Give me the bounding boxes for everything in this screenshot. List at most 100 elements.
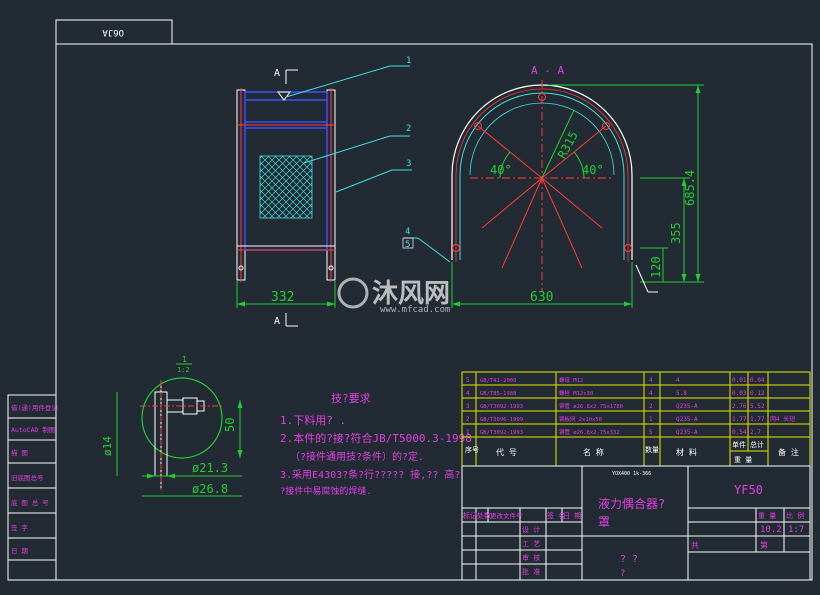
side-stamp-3: 旧底图总号 [11,473,44,482]
bom-header-qty: 数量 [645,445,659,454]
dim-detail-outer: ø26.8 [192,482,228,496]
side-stamp-5: 签 字 [11,523,28,532]
part-no-4: 4 [405,227,410,237]
tb-mass: 10.2 [760,525,782,535]
dim-height-bottom: 120 [649,256,663,278]
tb-left-label-1: 处数 [477,511,491,520]
tb-spec: YOX400 1k-366 [612,471,651,477]
tb-name-1: 液力偶合器? [598,496,665,511]
technical-notes: 技?要求 1.下料用? . 2.本件的?接?符合JB/T5000.3-1998 … [280,392,472,497]
notes-title: 技?要求 [331,392,371,405]
bom-header-weight: 重 量 [734,456,752,464]
watermark-brand: 沐风网 [372,279,450,309]
part-no-5: 5 [405,240,410,250]
bom-cell-code: GB/T41-2000 [480,378,516,384]
bom-cell-single: 0.03 [732,390,747,397]
detail-scale-num: 1 [182,355,187,364]
tb-sheet-label: 共 [691,541,699,550]
bom-cell-code: GB/T3092-1993 [480,404,523,410]
note-line-2: 2.本件的?接?符合JB/T5000.3-1998 [280,431,472,445]
bom-cell-no: 4 [466,390,470,397]
dim-height-total: 685.4 [683,170,697,206]
bom-cell-material: Q235-A [676,403,698,410]
tb-role-3: 批 准 [522,567,540,576]
tb-left-label-0: 标记 [463,511,477,520]
bom-cell-name: 钢板网 2x10x50 [559,415,602,423]
bom-cell-code: GB/T3096-1999 [480,417,523,423]
bom-cell-single: 0.01 [732,377,747,384]
section-view: A - A R315 40° 40° 630 [402,64,704,308]
front-view: A A 1 2 3 [236,56,412,327]
bom-cell-qty: 2 [649,403,653,410]
bom-cell-name: 钢管 ø26.8x2.75x332 [559,428,620,436]
part-no-3: 3 [406,159,411,169]
bom-cell-no: 2 [466,416,470,423]
dim-detail-height: 50 [223,418,237,432]
bom-cell-single: 1.77 [732,416,747,423]
section-label: A - A [531,64,564,77]
bom-cell-qty: 5 [649,429,653,436]
side-stamp-6: 日 期 [11,547,28,555]
bom-cell-total: 0.12 [750,390,765,397]
title-block: 标记 处数 更改文件号 签 名 日 期 设 计 工 艺 审 核 批 准 YOX4… [461,465,811,581]
tb-role-2: 审 核 [522,553,540,562]
bom-header-code: 代 号 [496,447,517,457]
bom-cell-qty: 4 [649,390,653,397]
bom-cell-total: 2.7 [750,429,761,436]
watermark-url: www.mfcad.com [380,305,450,315]
side-stamp-column: 借(通)用件登记 AutoCAD 制图 描 图 旧底图总号 底 图 总 号 签 … [7,394,58,581]
bom-cell-note: 网4 长短 [770,415,795,423]
part-no-1: 1 [406,56,411,66]
side-stamp-1: AutoCAD 制图 [11,425,55,434]
part-no-2: 2 [406,124,411,134]
tb-role-1: 工 艺 [522,540,540,548]
side-stamp-2: 描 图 [11,448,28,457]
dim-width-section: 630 [530,290,553,305]
bom-cell-total: 5.52 [750,403,765,410]
bom-cell-qty: 4 [649,377,653,384]
bom-header-no: 序号 [465,445,479,454]
bom-cell-material: 4 [676,377,680,384]
tb-company-2: ? [620,569,625,579]
bom-cell-name: 螺栓 M12x30 [559,389,593,397]
dim-angle-right: 40° [582,163,604,177]
tb-left-label-3: 签 名 [547,511,565,520]
bom-cell-total: 1.77 [750,416,765,423]
dim-width-front: 332 [271,290,294,305]
dim-height-lower: 355 [669,222,683,244]
bom-header-name: 名 称 [583,447,604,457]
detail-view: 1 1:2 50 ø14 ø21.3 ø26.8 [101,355,243,497]
drawing-border [55,43,813,581]
tb-role-0: 设 计 [522,525,540,534]
bom-cell-material: Q235-A [676,429,698,436]
bom-cell-material: 5.8 [676,390,687,397]
mesh-panel [259,155,313,219]
bom-cell-material: Q235-A [676,416,698,423]
tb-scale: 1:7 [788,525,804,535]
bom-header-material: 材 料 [676,447,697,457]
tb-label-scale: 比 例 [786,511,804,520]
dim-detail-small-dia: ø14 [101,436,114,456]
tb-name-2: 罩 [598,515,610,529]
watermark: 沐风网 www.mfcad.com [337,277,450,315]
bom-cell-name: 螺母 M12 [559,376,583,384]
stamp-label: O6JA [102,27,124,37]
cut-mark-bottom: A [274,316,280,327]
cut-mark-top: A [274,68,280,79]
bom-cell-qty: 1 [649,416,653,423]
stamp-box [55,19,173,45]
dim-detail-inner: ø21.3 [192,461,228,475]
tb-sheet-of: 第 [760,540,768,550]
tb-left-label-2: 更改文件号 [490,511,523,520]
side-stamp-0: 借(通)用件登记 [11,403,58,412]
detail-scale-den: 1:2 [177,366,190,374]
bom-cell-code: GB/T85-1988 [480,391,516,397]
bom-cell-total: 0.04 [750,377,765,384]
bom-header-single: 单件 [732,440,746,449]
bom-cell-single: 0.54 [732,429,747,436]
bom-cell-single: 2.76 [732,403,747,410]
note-line-4: 3.采用E4303?条?行????? 接,?? 高? [280,468,460,481]
bom-cell-code: GB/T3092-1993 [480,430,523,436]
